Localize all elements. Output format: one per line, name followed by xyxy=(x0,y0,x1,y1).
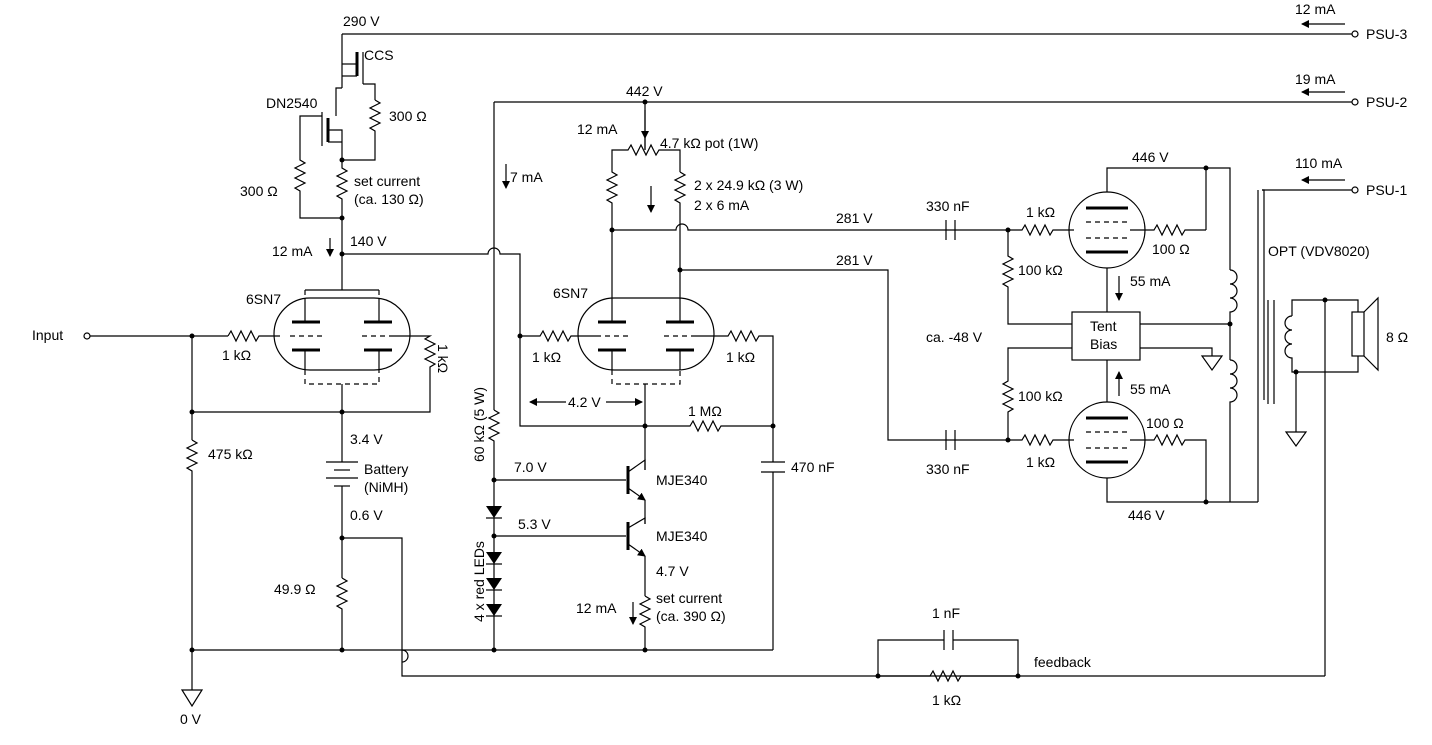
ccs-set-current-line2: (ca. 130 Ω) xyxy=(354,191,424,207)
driver-set-current-line1: set current xyxy=(656,590,722,606)
driver-v-emitter: 4.7 V xyxy=(656,563,689,579)
output-i-lower: 55 mA xyxy=(1130,381,1171,397)
driver-plate-r-line2: 2 x 6 mA xyxy=(694,197,750,213)
ccs-r-gate: 300 Ω xyxy=(240,183,278,199)
driver-r-bias: 1 MΩ xyxy=(688,403,722,419)
bias-line1: Tent xyxy=(1090,318,1117,334)
psu1-label: PSU-1 xyxy=(1366,182,1407,198)
feedback-cap: 1 nF xyxy=(932,605,960,621)
output-plate-v-upper: 446 V xyxy=(1132,149,1169,165)
driver-leds: 4 x red LEDs xyxy=(471,541,487,622)
output-grid-leak-upper: 100 kΩ xyxy=(1018,262,1063,278)
output-screen-upper: 100 Ω xyxy=(1152,241,1190,257)
driver-q2: MJE340 xyxy=(656,528,708,544)
output-c-lower: 330 nF xyxy=(926,461,970,477)
ccs-plate-voltage: 140 V xyxy=(350,233,387,249)
ccs-current: 12 mA xyxy=(272,243,313,259)
output-grid-leak-lower: 100 kΩ xyxy=(1018,388,1063,404)
battery-line2: (NiMH) xyxy=(364,479,408,495)
output-i-upper: 55 mA xyxy=(1130,273,1171,289)
driver-q1: MJE340 xyxy=(656,472,708,488)
ccs-r-top: 300 Ω xyxy=(389,108,427,124)
feedback-network xyxy=(401,630,1021,683)
driver-plate-r-line1: 2 x 24.9 kΩ (3 W) xyxy=(694,177,803,193)
r-input: 475 kΩ xyxy=(208,446,253,462)
ccs-circuit xyxy=(293,34,382,257)
driver-supply-voltage: 442 V xyxy=(626,83,663,99)
ccs-label: CCS xyxy=(364,47,394,63)
input-cathode-voltage: 3.4 V xyxy=(350,431,383,447)
input-stage xyxy=(83,254,1325,708)
output-grid-stop-lower: 1 kΩ xyxy=(1026,454,1055,470)
battery-low-voltage: 0.6 V xyxy=(350,507,383,523)
input-grid-r2: 1 kΩ xyxy=(435,344,451,373)
driver-pot: 4.7 kΩ pot (1W) xyxy=(660,135,758,151)
driver-r-led: 60 kΩ (5 W) xyxy=(471,387,487,462)
psu3-label: PSU-3 xyxy=(1366,26,1407,42)
driver-current-left: 7 mA xyxy=(510,169,543,185)
battery-line1: Battery xyxy=(364,461,408,477)
speaker-label: 8 Ω xyxy=(1386,329,1408,345)
ccs-supply-voltage: 290 V xyxy=(343,13,380,29)
driver-c-bypass: 470 nF xyxy=(791,459,835,475)
output-c-upper: 330 nF xyxy=(926,198,970,214)
bias-voltage: ca. -48 V xyxy=(926,329,983,345)
output-v-upper: 281 V xyxy=(836,210,873,226)
output-v-lower: 281 V xyxy=(836,252,873,268)
ccs-set-current-line1: set current xyxy=(354,173,420,189)
driver-vgk: 4.2 V xyxy=(568,394,601,410)
psu2-label: PSU-2 xyxy=(1366,94,1407,110)
driver-tube-label: 6SN7 xyxy=(553,285,588,301)
bias-line2: Bias xyxy=(1090,336,1117,352)
output-screen-lower: 100 Ω xyxy=(1146,415,1184,431)
driver-current-top: 12 mA xyxy=(577,121,618,137)
driver-grid-r-left: 1 kΩ xyxy=(532,349,561,365)
supply-rails xyxy=(342,20,1359,194)
feedback-res: 1 kΩ xyxy=(932,692,961,708)
output-grid-stop-upper: 1 kΩ xyxy=(1026,204,1055,220)
driver-v-q2: 5.3 V xyxy=(518,516,551,532)
psu3-current: 12 mA xyxy=(1295,1,1336,17)
driver-set-current-line2: (ca. 390 Ω) xyxy=(656,608,726,624)
driver-v-q1: 7.0 V xyxy=(514,459,547,475)
r-feedback-shunt: 49.9 Ω xyxy=(274,581,316,597)
output-stage xyxy=(945,165,1379,676)
input-grid-r: 1 kΩ xyxy=(222,347,251,363)
ground-label: 0 V xyxy=(180,711,202,727)
input-label: Input xyxy=(32,327,63,343)
driver-current-bottom: 12 mA xyxy=(576,600,617,616)
psu1-current: 110 mA xyxy=(1295,155,1343,171)
ccs-mosfet-label: DN2540 xyxy=(266,95,318,111)
output-plate-v-lower: 446 V xyxy=(1128,507,1165,523)
driver-stage xyxy=(342,99,955,653)
feedback-label: feedback xyxy=(1034,654,1092,670)
opt-label: OPT (VDV8020) xyxy=(1268,243,1370,259)
psu2-current: 19 mA xyxy=(1295,71,1336,87)
driver-grid-r-right: 1 kΩ xyxy=(726,349,755,365)
input-tube-label: 6SN7 xyxy=(246,291,281,307)
